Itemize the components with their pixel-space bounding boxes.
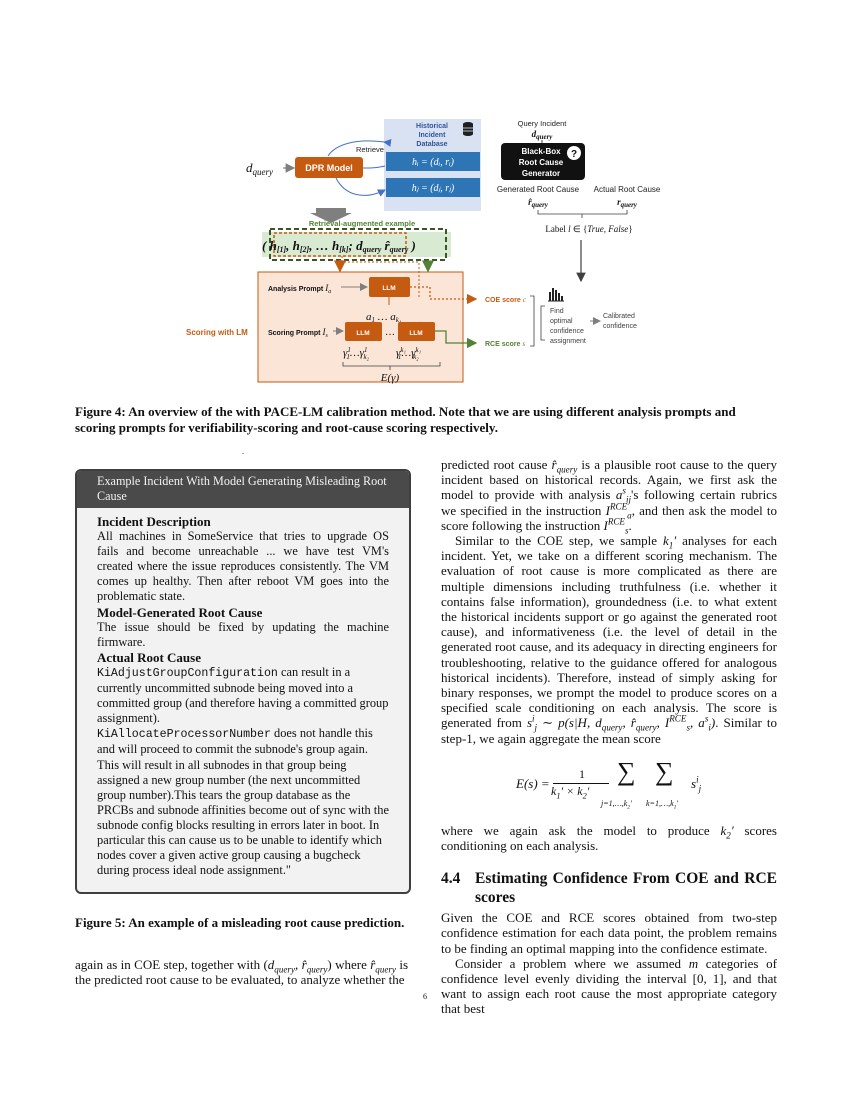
equation-es: E(s) = 1 k1′ × k2′ ∑ j=1,…,k2′ ∑ k=1,…,k… [516, 756, 702, 811]
actual-root-cause-text-2: KiAllocateProcessorNumber does not handl… [97, 726, 389, 878]
d-query-input: dquery [246, 160, 273, 177]
actual-root-cause-label: Actual Root Cause [594, 185, 661, 194]
e-gamma: E(γ) [380, 372, 400, 384]
history-hi-box [386, 152, 480, 171]
llm-analysis-box [369, 277, 410, 297]
svg-text:rquery: rquery [617, 197, 638, 209]
database-icon [463, 122, 473, 136]
incident-description-heading: Incident Description [97, 514, 211, 529]
figure-4-caption: Figure 4: An overview of the with PACE-L… [75, 404, 736, 435]
coe-score: COE score c [485, 296, 527, 304]
incident-description-text: All machines in SomeService that tries t… [97, 529, 389, 604]
query-incident-label: Query Incident [518, 119, 568, 128]
down-arrow [310, 208, 352, 223]
right-paragraph-4: Given the COE and RCE scores obtained fr… [441, 910, 777, 956]
llm-scoring-box-1 [345, 322, 382, 341]
retrieve-label: Retrieve [356, 145, 384, 154]
generated-root-cause-label: Generated Root Cause [497, 185, 580, 194]
actual-root-cause-heading: Actual Root Cause [97, 649, 201, 665]
left-bottom-paragraph: again as in COE step, together with (dqu… [75, 957, 409, 988]
bar-chart-icon [548, 288, 564, 302]
model-generated-heading: Model-Generated Root Cause [97, 604, 263, 620]
rce-score: RCE score s [485, 340, 525, 348]
history-hj-box [386, 178, 480, 197]
right-paragraph-1: predicted root cause r̂query is a plausi… [441, 457, 778, 536]
right-paragraph-2: Similar to the COE step, we sample k1′ a… [441, 533, 778, 746]
retrieval-example-highlight [262, 232, 451, 257]
llm-scoring-box-2 [398, 322, 435, 341]
svg-text:…: … [385, 327, 395, 338]
dpr-model-box [295, 157, 363, 178]
svg-text:DPR Model: DPR Model [305, 163, 353, 173]
retrieval-augmented-label: Retrieval-augmented example [309, 219, 415, 228]
svg-text:LLM: LLM [356, 330, 369, 337]
right-column: predicted root cause r̂query is a plausi… [441, 457, 777, 1017]
svg-text:r̂query: r̂query [528, 197, 549, 209]
blackbox-generator [501, 143, 585, 180]
svg-text:dquery: dquery [532, 129, 554, 141]
svg-text:LLM: LLM [382, 285, 395, 292]
page-number: 6 [423, 992, 427, 1001]
example-box-title: Example Incident With Model Generating M… [77, 471, 409, 508]
figure-5-caption: Figure 5: An example of a misleading roo… [75, 915, 405, 930]
model-generated-text: The issue should be fixed by updating th… [97, 619, 389, 649]
svg-text:hᵢ = (dᵢ, rᵢ): hᵢ = (dᵢ, rᵢ) [412, 157, 455, 168]
right-paragraph-5: Consider a problem where we assumed m ca… [441, 955, 777, 1017]
svg-text:hⱼ = (dⱼ, rⱼ): hⱼ = (dⱼ, rⱼ) [412, 183, 455, 194]
svg-text:?: ? [571, 149, 577, 160]
svg-text:LLM: LLM [409, 330, 422, 337]
analysis-prompt-label: Analysis Prompt Ia [268, 283, 331, 295]
scoring-with-lm-label: Scoring with LM [186, 328, 248, 337]
example-incident-box: Example Incident With Model Generating M… [75, 469, 411, 894]
question-icon [567, 146, 581, 160]
right-paragraph-3: where we again ask the model to produce … [441, 822, 777, 854]
actual-root-cause-text-1: KiAdjustGroupConfiguration can result in… [97, 664, 389, 726]
scoring-prompt-label: Scoring Prompt Is [268, 327, 328, 339]
dot-mark: . [242, 447, 244, 456]
label-set: Label l ∈ {True, False} [545, 224, 632, 234]
section-4-4-heading: 4.4 Estimating Confidence From COE and R… [441, 870, 777, 907]
